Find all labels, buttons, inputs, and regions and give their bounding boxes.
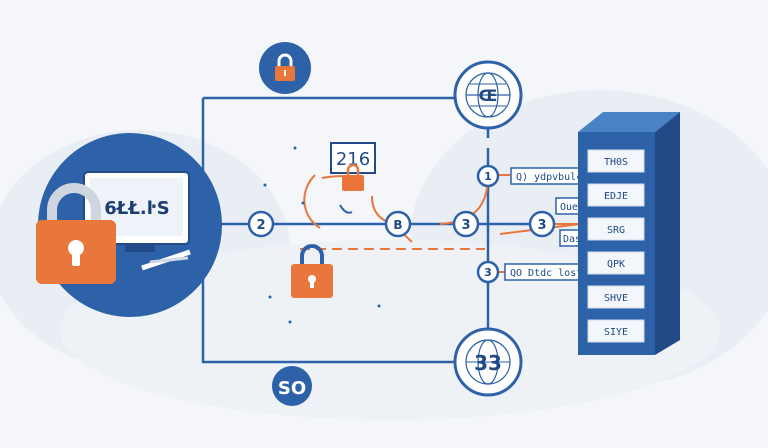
- server-slot[interactable]: TH0S: [587, 149, 645, 173]
- node-2-label: 2: [256, 218, 265, 233]
- server-slot[interactable]: SRG: [587, 217, 645, 241]
- node-1-right-label: 1: [484, 170, 492, 183]
- server-slot-label: QPK: [607, 259, 625, 270]
- node-3-center[interactable]: 3: [452, 210, 480, 238]
- label-1-text: Q) ydpvbulcl: [516, 172, 588, 183]
- label-4[interactable]: QO Dtdc lost: [504, 263, 590, 281]
- server-slots: TH0S EDJE SRG QPK SHVE SIYE: [587, 149, 645, 343]
- box-216-label: 216: [336, 149, 370, 170]
- server-slot[interactable]: SIYE: [587, 319, 645, 343]
- bottom-globe: 33: [453, 327, 523, 397]
- server-slot-label: SIYE: [604, 327, 628, 338]
- node-2[interactable]: 2: [247, 210, 275, 238]
- server-slot[interactable]: EDJE: [587, 183, 645, 207]
- node-3-center-label: 3: [461, 218, 470, 233]
- lock-icon: [342, 175, 364, 191]
- node-b-label: B: [393, 218, 402, 232]
- node-1-right[interactable]: 1: [476, 164, 500, 188]
- server-slot[interactable]: QPK: [587, 251, 645, 275]
- node-3-lower-label: 3: [484, 266, 492, 279]
- shackle: [277, 53, 293, 68]
- server-slot[interactable]: SHVE: [587, 285, 645, 309]
- server-slot-label: TH0S: [604, 157, 628, 168]
- node-3-lower[interactable]: 3: [476, 260, 500, 284]
- label-2-text: Ouedt: [560, 202, 590, 213]
- server-slot-label: SRG: [607, 225, 625, 236]
- server-slot-label: SHVE: [604, 293, 628, 304]
- node-3-right-label: 3: [537, 218, 546, 233]
- node-b[interactable]: B: [384, 210, 412, 238]
- server-rack: TH0S EDJE SRG QPK SHVE SIYE: [578, 112, 680, 355]
- top-globe: Œ: [453, 60, 523, 130]
- server-slot-label: EDJE: [604, 191, 628, 202]
- secure-computer-circle: 6ŁŁ.ŀS: [36, 133, 222, 317]
- small-lock-top: [342, 163, 364, 191]
- label-4-text: QO Dtdc lost: [510, 268, 582, 279]
- box-216[interactable]: 216: [330, 142, 376, 174]
- monitor-screen-text: 6ŁŁ.ŀS: [104, 198, 169, 219]
- bottom-badge[interactable]: SO: [272, 366, 312, 406]
- sparkles: [263, 146, 381, 324]
- node-3-right[interactable]: 3: [528, 210, 556, 238]
- middle-lock: [291, 244, 333, 298]
- big-lock-shackle: [47, 183, 101, 232]
- bottom-badge-label: SO: [278, 378, 306, 399]
- label-1[interactable]: Q) ydpvbulcl: [510, 167, 588, 185]
- globe-top-label: Œ: [479, 86, 498, 105]
- globe-bottom-label: 33: [474, 351, 502, 375]
- top-lock-badge[interactable]: [259, 42, 311, 94]
